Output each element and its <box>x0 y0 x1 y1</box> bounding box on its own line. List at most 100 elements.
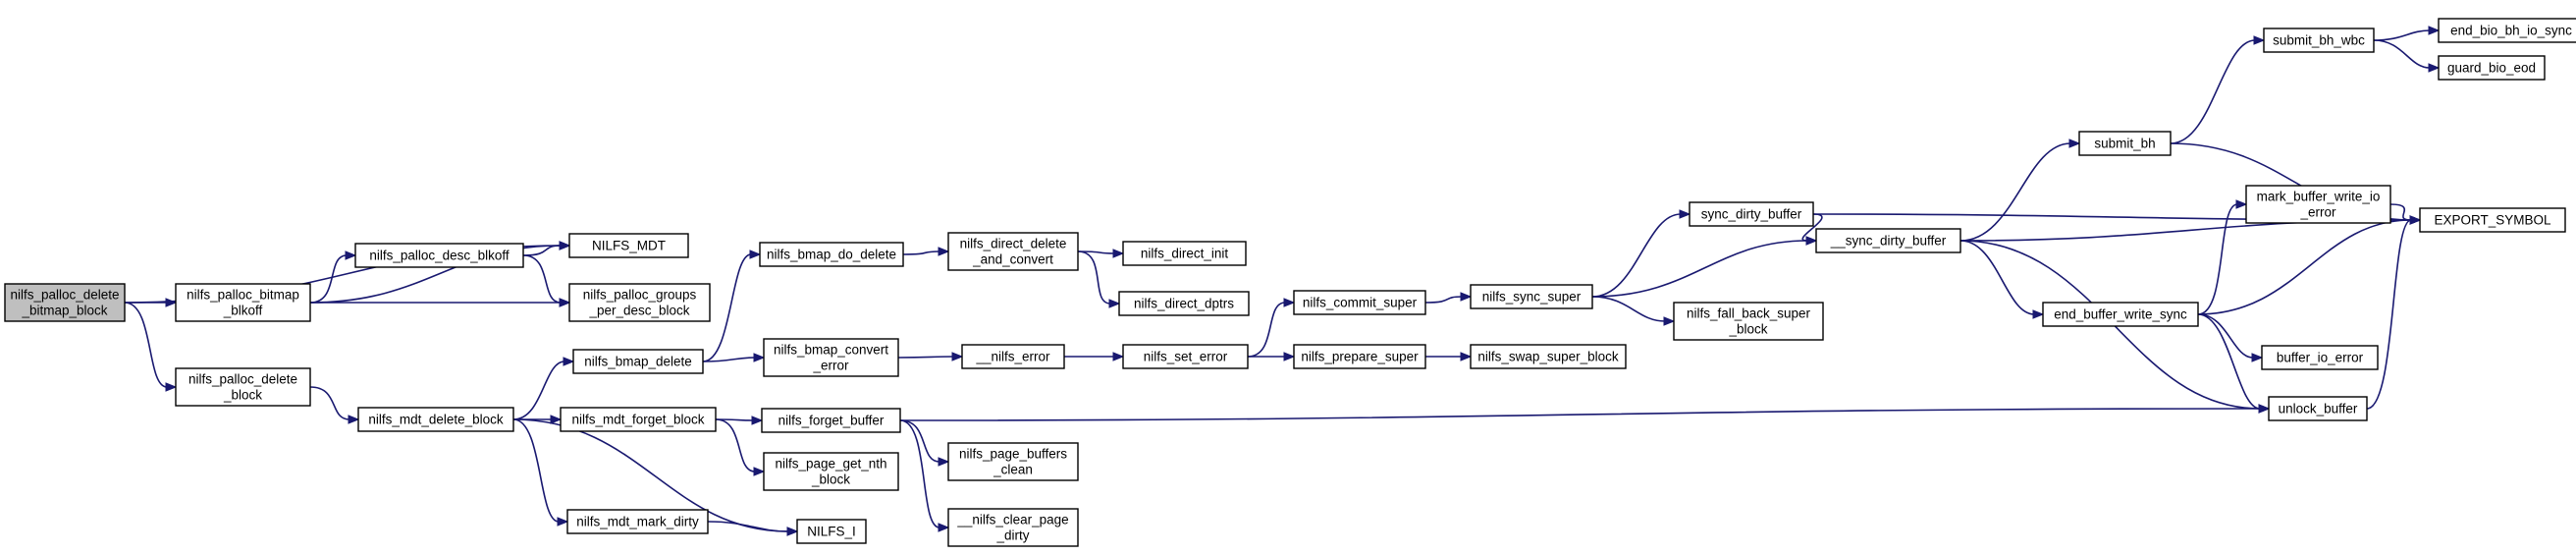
node-commit-super[interactable]: nilfs_commit_super <box>1293 290 1426 315</box>
edge-arrowhead <box>559 298 571 307</box>
node-forget-buffer[interactable]: nilfs_forget_buffer <box>761 408 901 433</box>
node-box <box>2042 302 2199 327</box>
node-box <box>947 442 1079 481</box>
node-box <box>1470 344 1627 369</box>
node-desc-blkoff[interactable]: nilfs_palloc_desc_blkoff <box>354 243 524 268</box>
edge-sync-super-to-sync-dirty-buffer <box>1591 236 1818 298</box>
node-bmap-convert-error[interactable]: nilfs_bmap_convert_error <box>763 338 899 377</box>
node-box <box>1673 302 1824 341</box>
node-end-buffer-write-sync[interactable]: end_buffer_write_sync <box>2042 302 2199 327</box>
edge-arrowhead <box>2253 35 2266 45</box>
node-nilfs-error[interactable]: __nilfs_error <box>961 344 1065 369</box>
node-nilfs-i[interactable]: NILFS_I <box>796 519 867 544</box>
node-box <box>763 452 899 491</box>
node-sync-super[interactable]: nilfs_sync_super <box>1470 284 1593 309</box>
edge-forget-buffer-to-unlock-buffer <box>899 404 2271 421</box>
node-box <box>2438 18 2576 43</box>
node-label: nilfs_forget_buffer <box>778 414 885 428</box>
node-bitmap-blkoff[interactable]: nilfs_palloc_bitmap_blkoff <box>175 283 311 322</box>
node-label: nilfs_page_get_nth <box>775 457 886 472</box>
node-buffer-io-error[interactable]: buffer_io_error <box>2261 345 2379 370</box>
node-box <box>357 407 514 432</box>
node-nilfs-mdt[interactable]: NILFS_MDT <box>568 233 689 258</box>
edge-arrowhead <box>951 352 964 361</box>
node-set-error[interactable]: nilfs_set_error <box>1122 344 1249 369</box>
edge-arrowhead <box>165 382 178 392</box>
node-end-bio-bh-io-sync[interactable]: end_bio_bh_io_sync <box>2438 18 2576 43</box>
node-label: nilfs_direct_init <box>1141 247 1229 261</box>
edge-bitmap-blkoff-to-desc-blkoff <box>309 250 357 304</box>
node-box <box>947 232 1079 271</box>
node-page-buffers-clean[interactable]: nilfs_page_buffers_clean <box>947 442 1079 481</box>
edge-mdt-forget-block-to-page-get-nth-block <box>715 418 766 476</box>
node-fall-back-super-block[interactable]: nilfs_fall_back_super_block <box>1673 302 1824 341</box>
edge-mdt-mark-dirty-to-nilfs-i <box>707 521 799 536</box>
node-export-symbol[interactable]: EXPORT_SYMBOL <box>2419 207 2566 233</box>
node-direct-init[interactable]: nilfs_direct_init <box>1122 241 1247 266</box>
node-label: submit_bh_wbc <box>2273 33 2365 48</box>
edge-arrowhead <box>2258 404 2271 414</box>
edge-set-error-to-prepare-super <box>1247 352 1296 361</box>
node-label: buffer_io_error <box>2277 351 2364 365</box>
node-direct-delete-and-convert[interactable]: nilfs_direct_delete_and_convert <box>947 232 1079 271</box>
edge-arrowhead <box>1460 292 1473 302</box>
node-box <box>796 519 867 544</box>
node-groups-per-desc[interactable]: nilfs_palloc_groups_per_desc_block <box>568 283 711 322</box>
node-palloc-delete-block[interactable]: nilfs_palloc_delete_block <box>175 367 311 407</box>
node-mark-buffer-write-io-error[interactable]: mark_buffer_write_io_error <box>2245 185 2391 224</box>
node-label: nilfs_sync_super <box>1482 290 1582 305</box>
node-swap-super-block[interactable]: nilfs_swap_super_block <box>1470 344 1627 369</box>
node-label: mark_buffer_write_io <box>2257 190 2381 204</box>
node-clear-page-dirty[interactable]: __nilfs_clear_page_dirty <box>947 508 1079 547</box>
edge-mdt-delete-block-to-bmap-delete <box>512 357 575 420</box>
node-sync-dirty-buffer[interactable]: __sync_dirty_buffer <box>1815 228 1961 253</box>
node-box <box>2261 345 2379 370</box>
node-label: sync_dirty_buffer <box>1701 207 1802 222</box>
node-unlock-buffer[interactable]: unlock_buffer <box>2268 396 2368 421</box>
edge-end-buffer-write-sync-to-buffer-io-error <box>2197 313 2264 362</box>
edge-arrowhead <box>1663 316 1676 326</box>
node-bmap-do-delete[interactable]: nilfs_bmap_do_delete <box>759 242 904 267</box>
node-submit-bh[interactable]: submit_bh <box>2078 131 2172 156</box>
node-label: nilfs_set_error <box>1144 350 1228 364</box>
edge-submit-bh-wbc-to-guard-bio-eod <box>2373 39 2441 73</box>
edge-arrowhead <box>345 250 357 260</box>
edge-sync-super-to-fall-back-super-block <box>1591 296 1676 326</box>
node-page-get-nth-block[interactable]: nilfs_page_get_nth_block <box>763 452 899 491</box>
node-label: __nilfs_error <box>975 350 1050 364</box>
node-mdt-delete-block[interactable]: nilfs_mdt_delete_block <box>357 407 514 432</box>
node-direct-dptrs[interactable]: nilfs_direct_dptrs <box>1118 291 1250 316</box>
node-root[interactable]: nilfs_palloc_delete_bitmap_block <box>4 283 126 322</box>
node-label: __sync_dirty_buffer <box>1830 234 1947 249</box>
edge-arrowhead <box>563 357 575 366</box>
edge-forget-buffer-to-page-buffers-clean <box>899 419 950 467</box>
node-label: nilfs_bmap_delete <box>584 355 692 369</box>
node-prepare-super[interactable]: nilfs_prepare_super <box>1293 344 1426 369</box>
node-box <box>1470 284 1593 309</box>
edge-arrowhead <box>753 467 766 476</box>
node-mdt-forget-block[interactable]: nilfs_mdt_forget_block <box>560 407 717 432</box>
edge-arrowhead <box>2409 215 2422 225</box>
edge-arrowhead <box>1460 352 1473 361</box>
edge-unlock-buffer-to-export-symbol <box>2366 215 2422 410</box>
node-label: nilfs_palloc_delete <box>188 372 297 387</box>
node-label: _block <box>811 472 850 487</box>
node-label: _per_desc_block <box>588 304 689 318</box>
node-bmap-delete[interactable]: nilfs_bmap_delete <box>572 349 704 374</box>
edge-end-buffer-write-sync-to-unlock-buffer <box>2197 313 2271 414</box>
edge-arrowhead <box>2068 139 2081 148</box>
node-label: _error <box>2299 205 2336 220</box>
edge-submit-bh-to-submit-bh-wbc <box>2170 35 2266 144</box>
node-box <box>2438 55 2546 81</box>
node-submit-bh-wbc[interactable]: submit_bh_wbc <box>2263 28 2375 53</box>
node-label: end_bio_bh_io_sync <box>2450 24 2572 38</box>
node-sync-dirty-buffer[interactable]: sync_dirty_buffer <box>1689 201 1814 227</box>
node-label: nilfs_page_buffers <box>959 447 1067 462</box>
edge-arrowhead <box>2428 63 2441 73</box>
edge-bmap-do-delete-to-direct-delete-and-convert <box>902 247 950 256</box>
node-mdt-mark-dirty[interactable]: nilfs_mdt_mark_dirty <box>566 509 709 534</box>
node-box <box>560 407 717 432</box>
node-label: nilfs_direct_dptrs <box>1134 297 1234 311</box>
node-box <box>947 508 1079 547</box>
node-guard-bio-eod[interactable]: guard_bio_eod <box>2438 55 2546 81</box>
